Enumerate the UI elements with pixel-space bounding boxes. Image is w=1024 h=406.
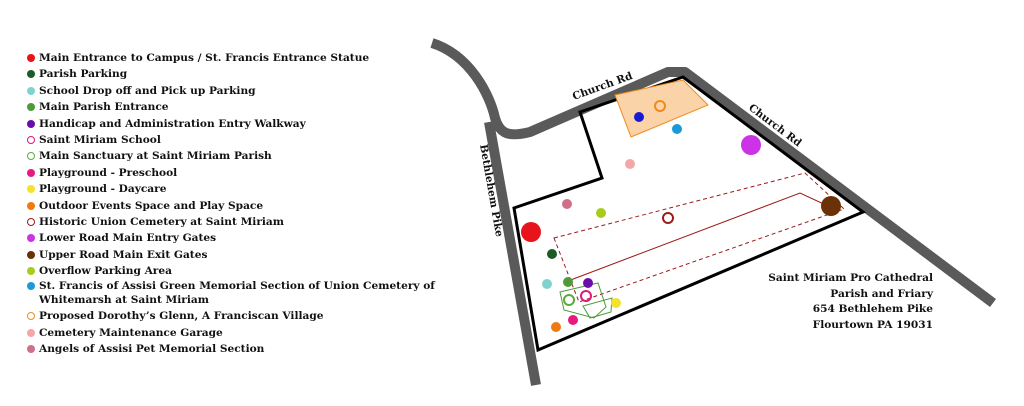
legend-item: Lower Road Main Entry Gates xyxy=(27,230,459,246)
legend-marker-icon xyxy=(27,234,35,243)
legend-item: Cemetery Maintenance Garage xyxy=(27,325,459,341)
legend-label: Overflow Parking Area xyxy=(39,265,172,278)
school-drop-off-marker xyxy=(542,279,552,289)
legend-marker-icon xyxy=(27,135,35,144)
legend-marker-icon xyxy=(27,345,35,354)
green-memorial-marker xyxy=(672,124,682,134)
legend-marker-icon xyxy=(27,185,35,194)
school-building-outline xyxy=(582,297,613,319)
address-line: Parish and Friary xyxy=(830,287,933,300)
legend-item: Main Parish Entrance xyxy=(27,99,459,115)
legend-marker-icon xyxy=(27,312,35,321)
legend-label: School Drop off and Pick up Parking xyxy=(39,84,256,97)
blue-marker xyxy=(634,112,644,122)
legend-label: Outdoor Events Space and Play Space xyxy=(39,199,264,212)
legend-item: Parish Parking xyxy=(27,66,459,82)
legend-label: Playground - Daycare xyxy=(39,183,167,196)
address-line: 654 Bethlehem Pike xyxy=(812,303,933,315)
legend-marker-icon xyxy=(27,70,35,79)
legend-item: Proposed Dorothy’s Glenn, A Franciscan V… xyxy=(27,308,459,324)
legend-label: Lower Road Main Entry Gates xyxy=(39,232,217,245)
address-line: Saint Miriam Pro Cathedral xyxy=(768,272,933,284)
map-legend: Main Entrance to Campus / St. Francis En… xyxy=(27,50,459,358)
legend-item: Angels of Assisi Pet Memorial Section xyxy=(27,341,459,357)
legend-item: Upper Road Main Exit Gates xyxy=(27,247,459,263)
proposed-village-area xyxy=(614,79,709,138)
legend-label: Main Sanctuary at Saint Miriam Parish xyxy=(39,150,272,163)
legend-marker-icon xyxy=(27,54,35,62)
legend-item: Handicap and Administration Entry Walkwa… xyxy=(27,116,459,132)
legend-item: Outdoor Events Space and Play Space xyxy=(27,198,459,214)
playground-daycare-marker xyxy=(611,298,621,308)
playground-preschool-marker xyxy=(568,315,578,325)
cemetery-path xyxy=(567,192,829,282)
legend-item: St. Francis of Assisi Green Memorial Sec… xyxy=(27,279,459,308)
legend-marker-icon xyxy=(27,328,35,337)
historic-cemetery-marker xyxy=(662,212,674,224)
legend-label: Parish Parking xyxy=(39,68,128,81)
property-boundary xyxy=(512,75,866,353)
handicap-walkway-marker xyxy=(583,278,593,288)
legend-item: Overflow Parking Area xyxy=(27,263,459,279)
maintenance-garage-marker xyxy=(625,159,635,169)
legend-label: St. Francis of Assisi Green Memorial Sec… xyxy=(39,280,435,307)
proposed-village-marker xyxy=(654,100,666,112)
legend-label: Historic Union Cemetery at Saint Miriam xyxy=(39,215,285,228)
legend-marker-icon xyxy=(27,152,35,161)
legend-item: Historic Union Cemetery at Saint Miriam xyxy=(27,214,459,230)
legend-marker-icon xyxy=(27,267,35,276)
bethlehem-pike-road xyxy=(484,121,541,386)
pet-memorial-marker xyxy=(562,199,572,209)
saint-miriam-school-marker xyxy=(580,290,592,302)
legend-marker-icon xyxy=(27,201,35,210)
legend-item: Saint Miriam School xyxy=(27,132,459,148)
upper-road-gates-marker xyxy=(821,196,841,216)
main-parish-entrance-marker xyxy=(563,277,573,287)
parish-parking-marker xyxy=(547,249,557,259)
legend-label: Proposed Dorothy’s Glenn, A Franciscan V… xyxy=(39,310,324,323)
main-sanctuary-marker xyxy=(563,294,575,306)
legend-marker-icon xyxy=(27,86,35,95)
legend-marker-icon xyxy=(27,250,35,259)
legend-item: Playground - Preschool xyxy=(27,165,459,181)
outdoor-events-marker xyxy=(551,322,561,332)
legend-label: Main Entrance to Campus / St. Francis En… xyxy=(39,52,370,64)
legend-label: Upper Road Main Exit Gates xyxy=(39,248,208,261)
legend-item: Main Entrance to Campus / St. Francis En… xyxy=(27,50,459,66)
overflow-parking-marker xyxy=(596,208,606,218)
legend-marker-icon xyxy=(27,282,35,291)
lower-road-gates-marker xyxy=(741,135,761,155)
legend-item: School Drop off and Pick up Parking xyxy=(27,83,459,99)
legend-item: Playground - Daycare xyxy=(27,181,459,197)
main-entrance-marker xyxy=(521,222,541,242)
legend-label: Saint Miriam School xyxy=(39,133,161,146)
legend-label: Angels of Assisi Pet Memorial Section xyxy=(39,343,265,356)
legend-marker-icon xyxy=(27,103,35,112)
legend-label: Handicap and Administration Entry Walkwa… xyxy=(39,117,306,130)
legend-item: Main Sanctuary at Saint Miriam Parish xyxy=(27,148,459,164)
legend-marker-icon xyxy=(27,217,35,226)
legend-label: Main Parish Entrance xyxy=(39,101,169,114)
legend-marker-icon xyxy=(27,119,35,128)
address-block: Saint Miriam Pro Cathedral Parish and Fr… xyxy=(768,271,933,333)
church-rd-road xyxy=(430,38,996,307)
address-line: Flourtown PA 19031 xyxy=(812,318,933,331)
legend-marker-icon xyxy=(27,168,35,177)
legend-label: Cemetery Maintenance Garage xyxy=(39,326,223,339)
legend-label: Playground - Preschool xyxy=(39,166,178,179)
